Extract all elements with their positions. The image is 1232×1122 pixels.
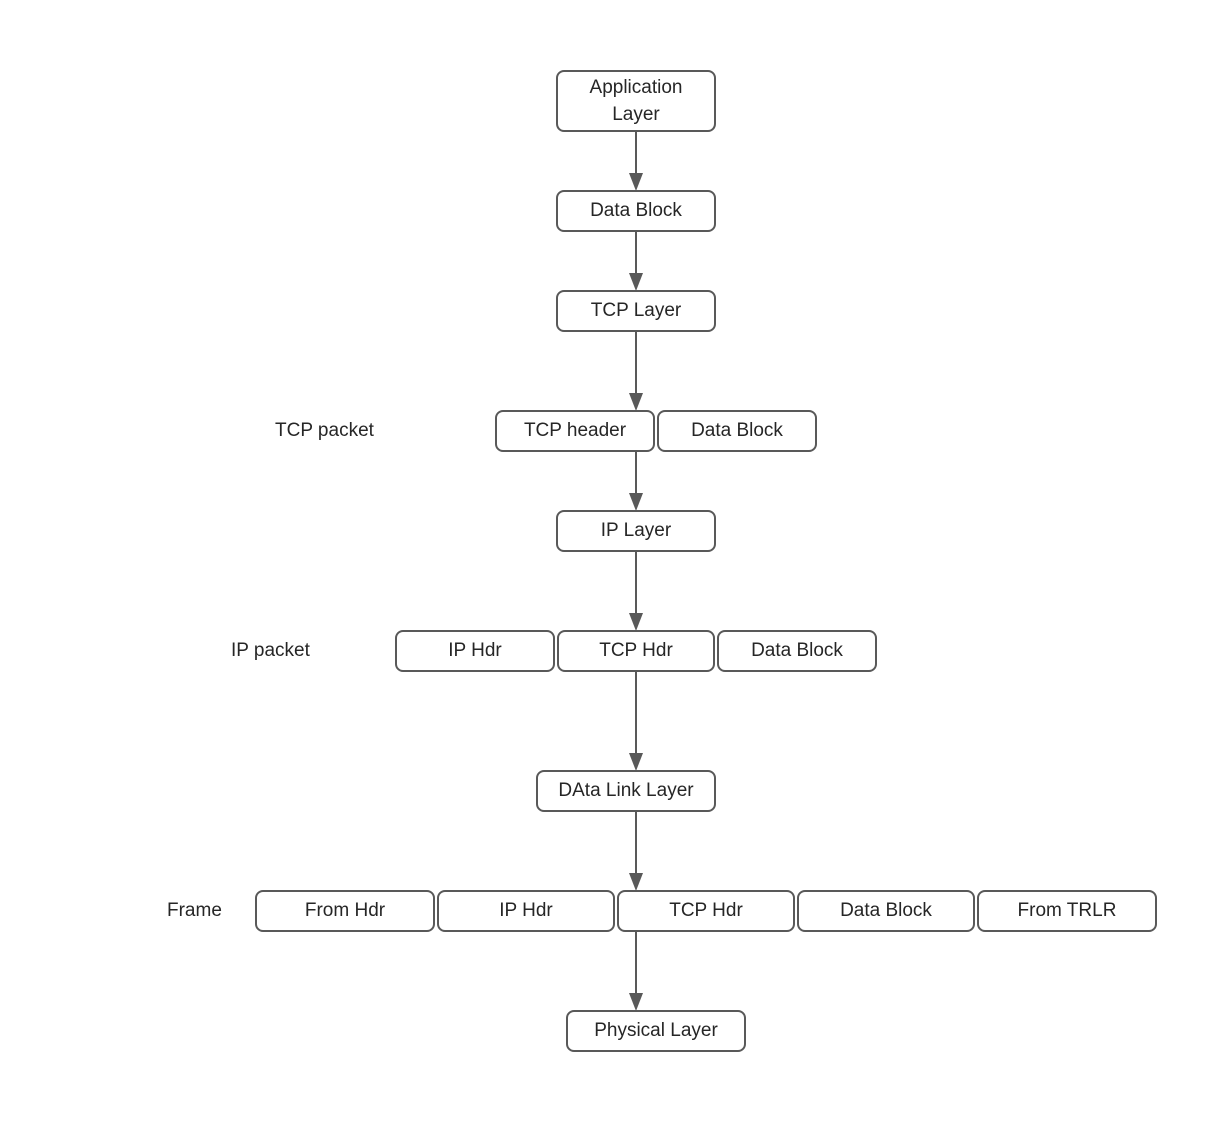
segment-ip-tcp-hdr[interactable]: TCP Hdr [557,630,715,672]
node-ip-layer[interactable]: IP Layer [556,510,716,552]
row-label-frame: Frame [167,900,222,921]
arrow-ip-packet-to-data-link [629,672,643,771]
segment-ip-data-block[interactable]: Data Block [717,630,877,672]
segment-tcp-header[interactable]: TCP header [495,410,655,452]
segment-frame-tcp-hdr[interactable]: TCP Hdr [617,890,795,932]
arrow-ip-layer-to-ip-packet [629,552,643,631]
segment-frame-ip-hdr[interactable]: IP Hdr [437,890,615,932]
arrow-data-block-to-tcp-layer [629,232,643,291]
segment-frame-from-trlr[interactable]: From TRLR [977,890,1157,932]
node-application-layer[interactable]: Application Layer [556,70,716,132]
node-tcp-layer[interactable]: TCP Layer [556,290,716,332]
node-data-block-1[interactable]: Data Block [556,190,716,232]
row-label-tcp-packet: TCP packet [275,420,374,441]
row-label-ip-packet: IP packet [231,640,310,661]
segment-frame-from-hdr[interactable]: From Hdr [255,890,435,932]
node-physical-layer[interactable]: Physical Layer [566,1010,746,1052]
node-data-link-layer[interactable]: DAta Link Layer [536,770,716,812]
arrow-tcp-layer-to-tcp-packet [629,332,643,411]
arrow-data-link-to-frame [629,812,643,891]
arrow-application-to-data-block [629,132,643,191]
segment-frame-data-block[interactable]: Data Block [797,890,975,932]
segment-ip-hdr[interactable]: IP Hdr [395,630,555,672]
segment-tcp-data-block[interactable]: Data Block [657,410,817,452]
arrow-tcp-packet-to-ip-layer [629,452,643,511]
arrow-frame-to-physical [629,932,643,1011]
